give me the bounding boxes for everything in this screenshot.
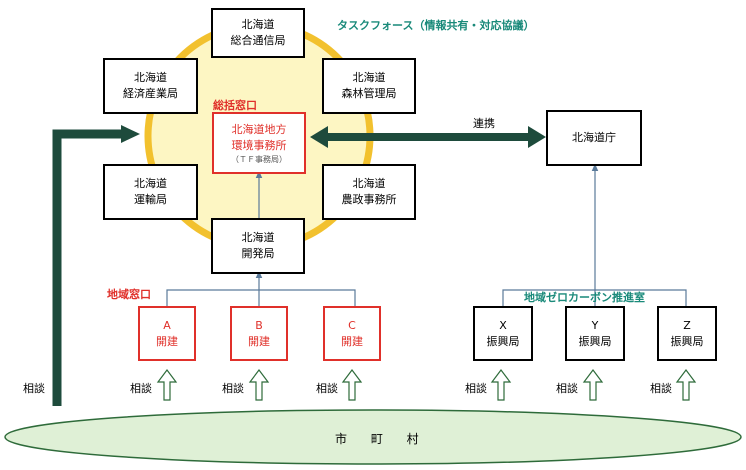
up-arrow-icon: [675, 369, 697, 401]
up-arrow-icon: [341, 369, 363, 401]
org-box-kaihatsu: 北海道開発局: [211, 218, 305, 274]
chiiki-label: 地域窓口: [107, 288, 151, 301]
kaiken-connector: [166, 289, 356, 306]
municipality-label: 市 町 村: [335, 432, 429, 446]
soudan-label: 相談: [316, 382, 338, 395]
org-box-nousei: 北海道農政事務所: [322, 164, 416, 220]
org-box-hokkaido-cho: 北海道庁: [546, 110, 642, 166]
org-box-soumu: 北海道総合通信局: [211, 8, 305, 58]
renkei-label: 連携: [473, 117, 495, 130]
soudan-label: 相談: [465, 382, 487, 395]
org-box-keisan: 北海道経済産業局: [103, 58, 198, 114]
up-arrow-icon: [582, 369, 604, 401]
consult-main-arrow: [52, 129, 122, 406]
up-arrow-icon: [156, 369, 178, 401]
municipality-ellipse: [4, 409, 742, 465]
soudan-label: 相談: [650, 382, 672, 395]
soudan-label: 相談: [222, 382, 244, 395]
org-box-unyu: 北海道運輸局: [103, 164, 198, 220]
taskforce-label: タスクフォース（情報共有・対応協議）: [337, 19, 535, 32]
up-arrow-icon: [490, 369, 512, 401]
org-box-kankyo-center: 北海道地方環境事務所（ＴＦ事務局）: [212, 112, 306, 174]
org-box-shinrin: 北海道森林管理局: [322, 58, 416, 114]
soudan-label: 相談: [130, 382, 152, 395]
soukatsu-label: 総括窓口: [213, 99, 257, 112]
soudan-label: 相談: [23, 382, 45, 395]
soudan-label: 相談: [556, 382, 578, 395]
up-arrow-icon: [248, 369, 270, 401]
zero-carbon-label: 地域ゼロカーボン推進室: [524, 291, 645, 304]
